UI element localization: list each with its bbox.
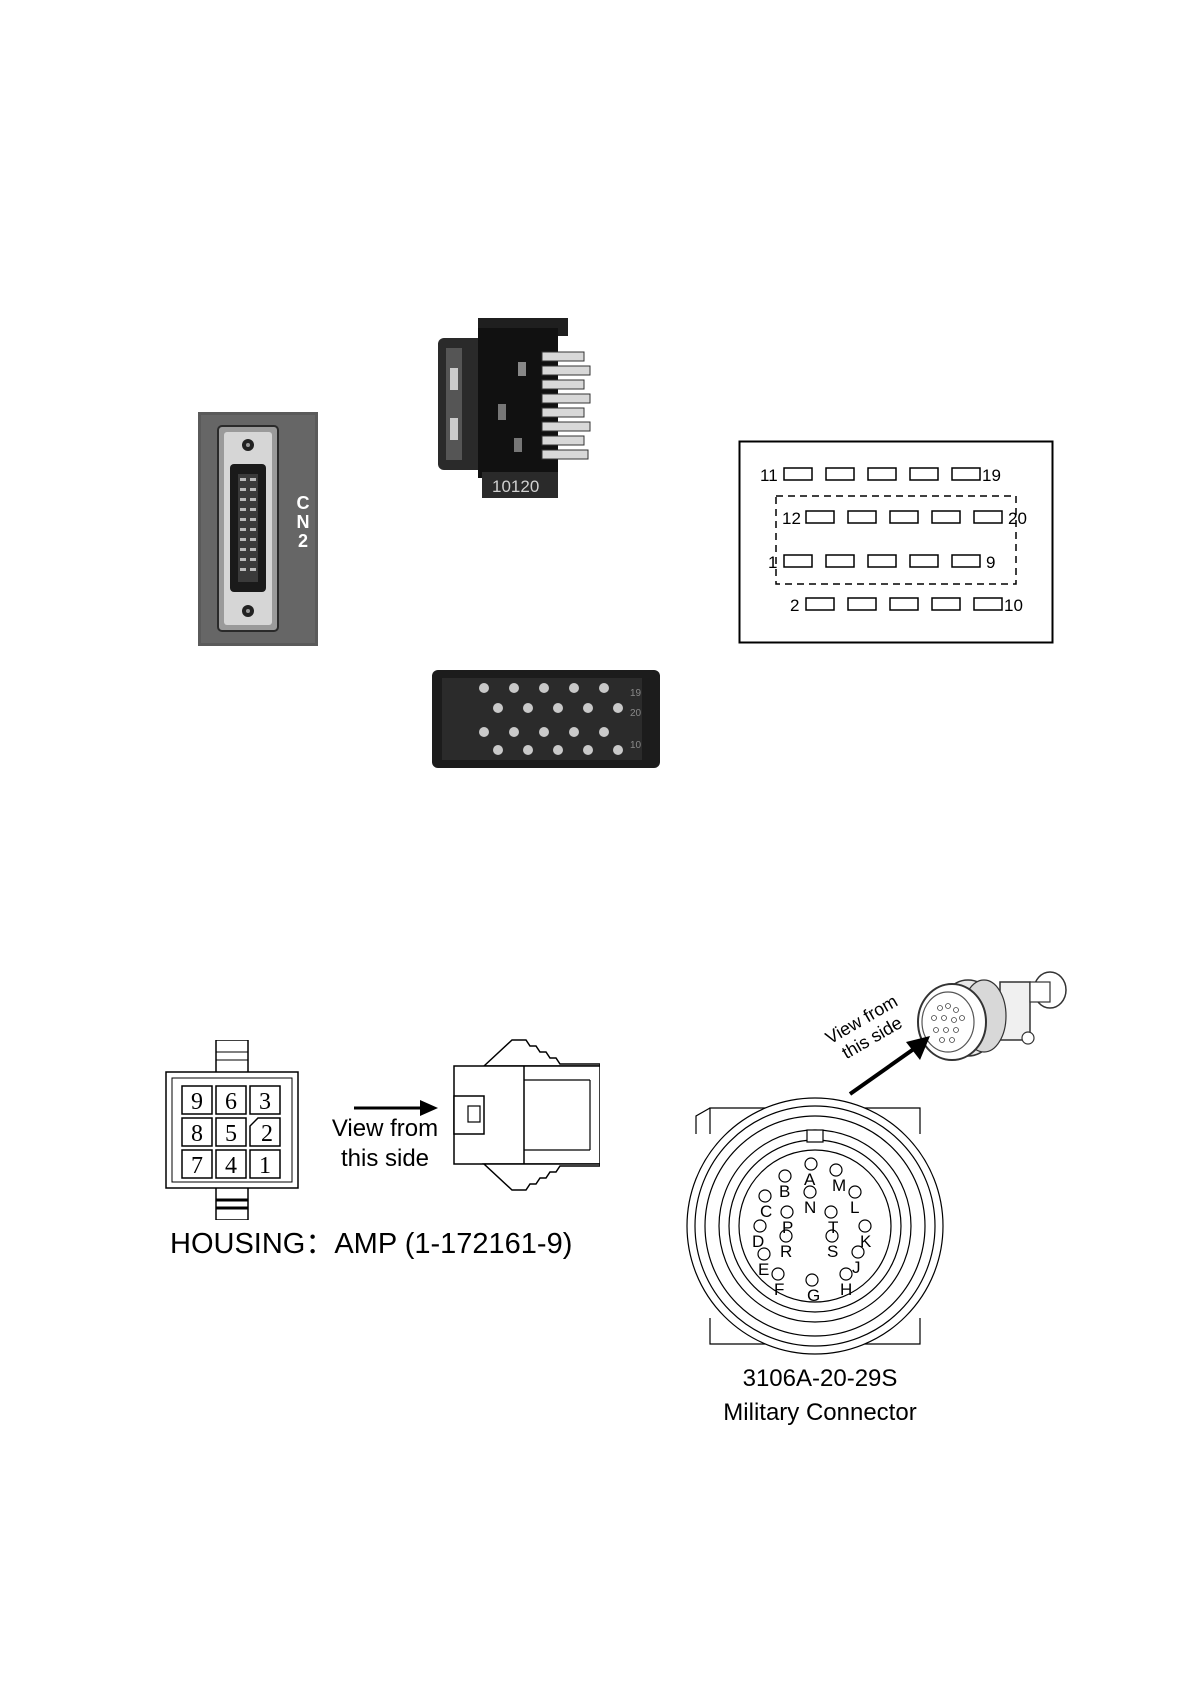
- military-pin-m: M: [832, 1176, 846, 1195]
- amp-cell-4: 4: [225, 1153, 237, 1179]
- amp-cell-3: 3: [259, 1089, 271, 1115]
- cn2-pin-1: 1: [768, 553, 777, 572]
- cn2-panel-label-box: CN2: [296, 494, 312, 564]
- cn2-pin-11: 11: [760, 466, 778, 485]
- military-pin-e: E: [758, 1260, 769, 1279]
- cn2-pin-10: 10: [1004, 596, 1023, 615]
- cn2-connector-face-photo: 19 20 10: [432, 670, 660, 768]
- amp-view-label: View from this side: [320, 1114, 450, 1174]
- cn2-connector-side-photo: 10120: [438, 318, 608, 504]
- amp-cell-5: 5: [225, 1121, 237, 1147]
- military-pin-d: D: [752, 1232, 764, 1251]
- amp-cell-9: 9: [191, 1089, 203, 1115]
- military-pin-b: B: [779, 1182, 790, 1201]
- amp-cell-2: 2: [261, 1121, 273, 1147]
- military-pin-a: A: [804, 1170, 816, 1189]
- amp-cell-8: 8: [191, 1121, 203, 1147]
- amp-housing-caption: HOUSING：AMP (1-172161-9): [170, 1220, 630, 1262]
- military-pin-j: J: [852, 1258, 861, 1277]
- amp-cell-1: 1: [259, 1153, 271, 1179]
- military-pin-k: K: [860, 1232, 872, 1251]
- military-pin-f: F: [774, 1280, 784, 1299]
- cn2-face-mark-10: 10: [630, 740, 642, 751]
- cn2-connector-part-label: 10120: [492, 477, 539, 496]
- military-pin-h: H: [840, 1280, 852, 1299]
- military-connector-caption: 3106A-20-29S Military Connector: [700, 1362, 940, 1430]
- cn2-face-mark-20: 20: [630, 708, 642, 719]
- military-caption-line2: Military Connector: [700, 1396, 940, 1430]
- military-caption-line1: 3106A-20-29S: [700, 1362, 940, 1396]
- military-pin-c: C: [760, 1202, 772, 1221]
- amp-housing-side-view: [448, 1036, 600, 1194]
- amp-view-label-line1: View from: [320, 1114, 450, 1144]
- cn2-pin-19: 19: [982, 466, 1001, 485]
- military-pin-t: T: [828, 1218, 838, 1237]
- cn2-pin-9: 9: [986, 553, 995, 572]
- cn2-pin-layout-diagram: 11 19 12 20 1 9 2 10: [738, 440, 1054, 644]
- military-pin-p: P: [782, 1218, 793, 1237]
- military-pin-r: R: [780, 1242, 792, 1261]
- cn2-panel-label: CN2: [296, 494, 310, 551]
- cn2-pin-20: 20: [1008, 509, 1027, 528]
- amp-cell-7: 7: [191, 1153, 203, 1179]
- military-pin-l: L: [850, 1198, 859, 1217]
- military-pin-s: S: [827, 1242, 838, 1261]
- military-pin-n: N: [804, 1198, 816, 1217]
- military-pin-g: G: [807, 1286, 820, 1305]
- amp-view-label-line2: this side: [320, 1144, 450, 1174]
- amp-housing-front-view: 9 6 3 8 5 2 7 4 1: [164, 1040, 304, 1220]
- amp-cell-6: 6: [225, 1089, 237, 1115]
- cn2-pin-2: 2: [790, 596, 799, 615]
- cn2-face-mark-19: 19: [630, 688, 642, 699]
- cn2-pin-12: 12: [782, 509, 801, 528]
- military-connector-face-diagram: A B M C N L P T D R S K E J F G H: [680, 1094, 950, 1358]
